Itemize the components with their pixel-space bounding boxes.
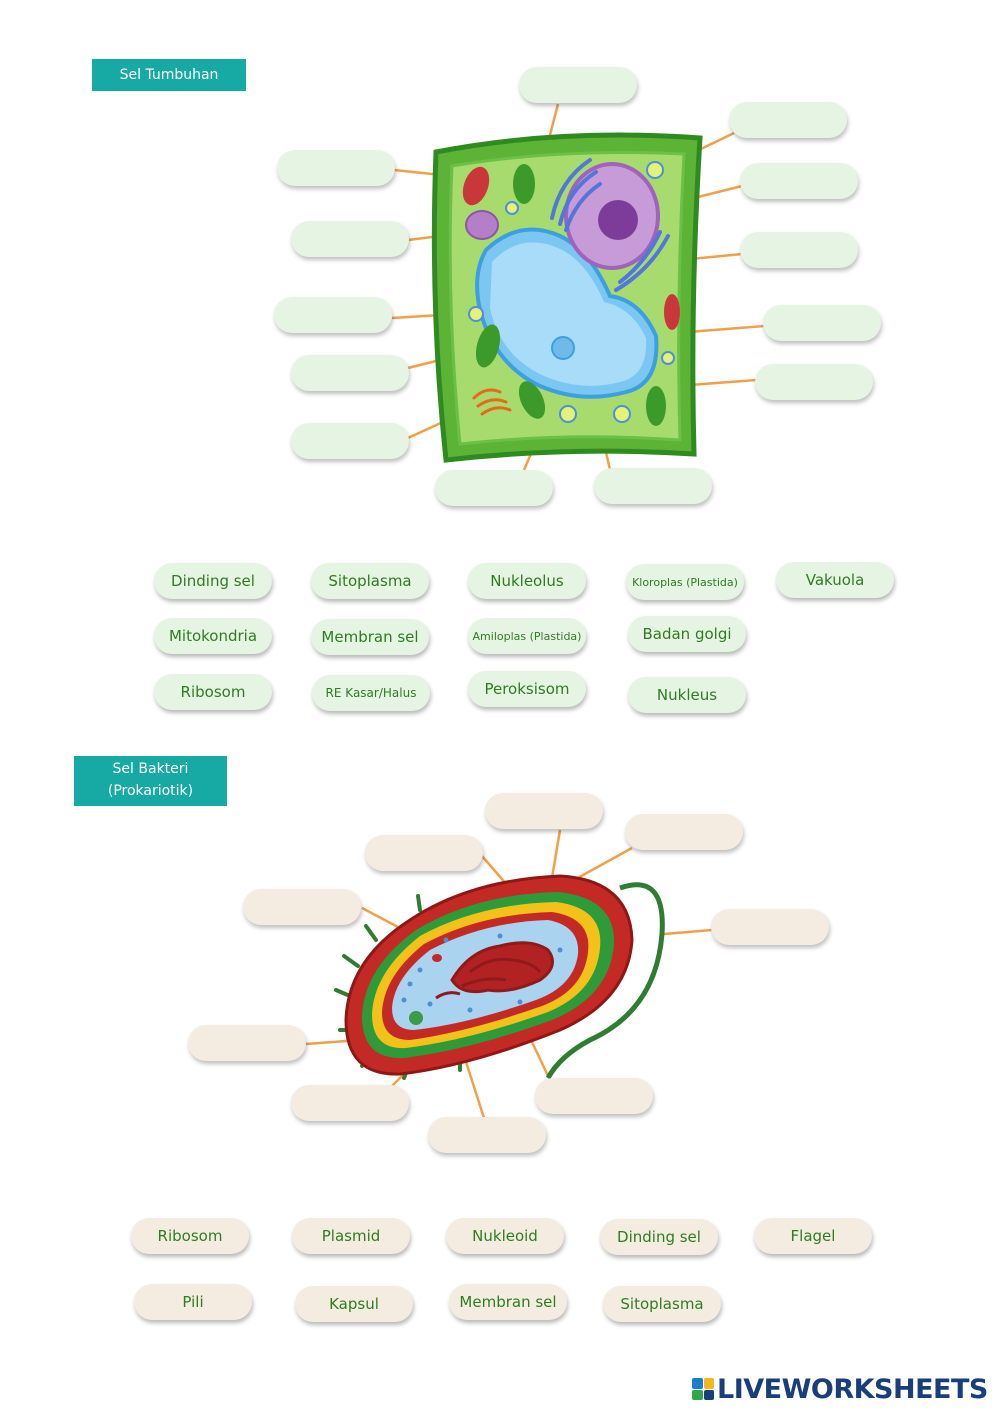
bacteria-answer-box[interactable] [188, 1025, 306, 1061]
plant-chip-membran-sel[interactable]: Membran sel [311, 619, 429, 655]
bacteria-answer-box[interactable] [291, 1085, 409, 1121]
plant-chip-amiloplas[interactable]: Amiloplas (Plastida) [468, 618, 586, 654]
bacteria-answer-box[interactable] [535, 1078, 653, 1114]
bacteria-answer-box[interactable] [625, 814, 743, 850]
bacteria-answer-box[interactable] [711, 909, 829, 945]
plant-chloroplast [513, 164, 535, 204]
bacteria-chip-membran-sel[interactable]: Membran sel [449, 1284, 567, 1320]
plant-answer-box[interactable] [274, 297, 392, 333]
plant-answer-box[interactable] [291, 355, 409, 391]
plant-answer-box[interactable] [594, 468, 712, 504]
plant-answer-box[interactable] [291, 221, 409, 257]
bacteria-title-line1: Sel Bakteri [112, 761, 189, 777]
plant-chip-nukleolus[interactable]: Nukleolus [468, 563, 586, 599]
bacteria-chip-flagel[interactable]: Flagel [754, 1218, 872, 1254]
liveworksheets-logo-icon [692, 1378, 714, 1400]
plant-answer-box[interactable] [763, 305, 881, 341]
plant-chip-sitoplasma[interactable]: Sitoplasma [311, 563, 429, 599]
bacteria-answer-box[interactable] [365, 835, 483, 871]
plant-chip-mitokondria[interactable]: Mitokondria [154, 618, 272, 654]
plant-section-title: Sel Tumbuhan [92, 59, 246, 91]
plant-chip-kloroplas[interactable]: Kloroplas (Plastida) [626, 564, 744, 600]
bacteria-chip-plasmid[interactable]: Plasmid [292, 1218, 410, 1254]
plant-answer-box[interactable] [435, 470, 553, 506]
liveworksheets-logo: LIVEWORKSHEETS [692, 1373, 988, 1405]
plant-answer-box[interactable] [519, 67, 637, 103]
plant-chip-vakuola[interactable]: Vakuola [776, 562, 894, 598]
plant-chip-ribosom[interactable]: Ribosom [154, 674, 272, 710]
plant-mitochondrion [462, 166, 490, 206]
bacteria-answer-box[interactable] [428, 1117, 546, 1153]
bacteria-section-title: Sel Bakteri (Prokariotik) [74, 756, 227, 806]
bacteria-chip-sitoplasma[interactable]: Sitoplasma [603, 1286, 721, 1322]
plant-chip-nukleus[interactable]: Nukleus [628, 677, 746, 713]
plant-answer-box[interactable] [740, 163, 858, 199]
plant-chip-re-kasar-halus[interactable]: RE Kasar/Halus [312, 675, 430, 711]
bacteria-chip-pili[interactable]: Pili [134, 1284, 252, 1320]
bacteria-chip-nukleoid[interactable]: Nukleoid [446, 1218, 564, 1254]
plant-chip-badan-golgi[interactable]: Badan golgi [628, 616, 746, 652]
bacteria-chip-kapsul[interactable]: Kapsul [295, 1286, 413, 1322]
plant-chip-dinding-sel[interactable]: Dinding sel [154, 563, 272, 599]
bacteria-answer-box[interactable] [485, 793, 603, 829]
plant-answer-box[interactable] [729, 102, 847, 138]
bacteria-chip-ribosom[interactable]: Ribosom [131, 1218, 249, 1254]
plant-answer-box[interactable] [291, 423, 409, 459]
bacteria-answer-box[interactable] [243, 889, 361, 925]
plant-answer-box[interactable] [740, 232, 858, 268]
bacteria-title-line2: (Prokariotik) [107, 783, 194, 799]
plant-chip-peroksisom[interactable]: Peroksisom [468, 671, 586, 707]
bacteria-chip-dinding-sel[interactable]: Dinding sel [600, 1219, 718, 1255]
plant-nucleolus [598, 200, 638, 240]
plant-answer-box[interactable] [277, 150, 395, 186]
plant-golgi [465, 210, 499, 240]
liveworksheets-logo-text: LIVEWORKSHEETS [717, 1373, 988, 1405]
plant-answer-box[interactable] [755, 364, 873, 400]
